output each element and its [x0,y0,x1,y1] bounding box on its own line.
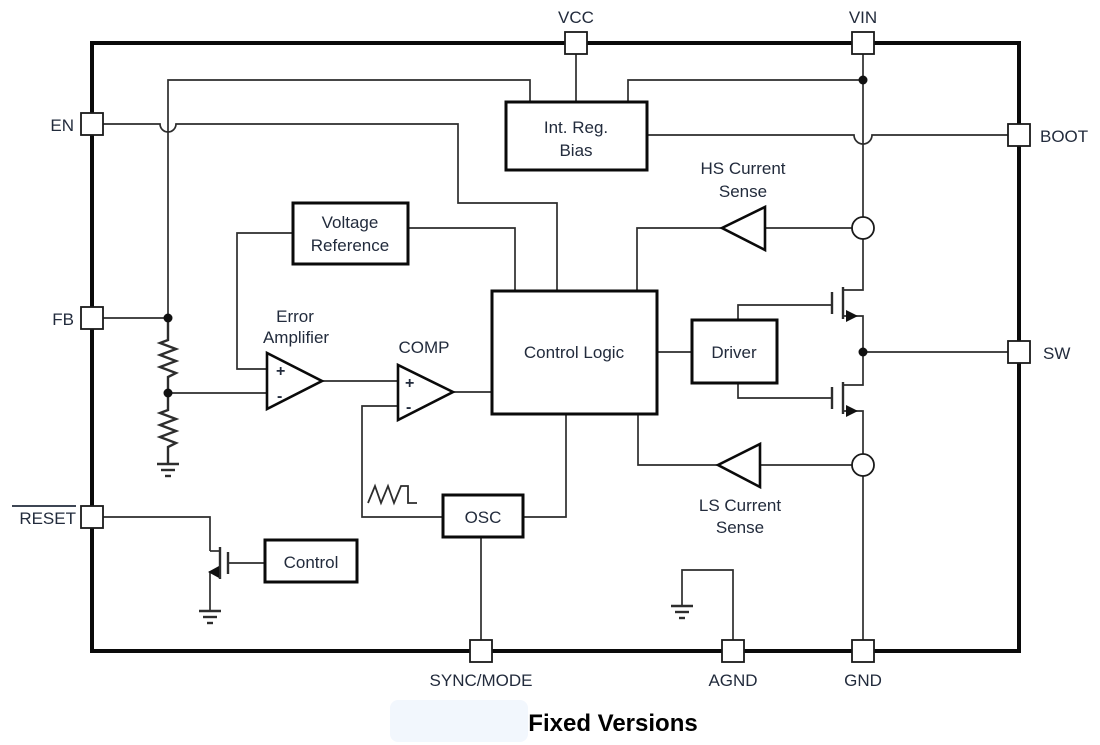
wire-intregbias-to-boot [647,134,1008,145]
block-int-reg-bias [504,100,649,172]
wire-hs-drain [843,239,864,291]
error-amplifier-minus: - [277,388,282,405]
comp-label: COMP [399,338,450,357]
hs-mosfet-arrow [846,310,858,322]
hs-mosfet [830,287,858,322]
junction-vin [858,75,868,85]
block-int-reg-bias-label-2: Bias [559,141,592,160]
pin-gnd-label: GND [844,671,882,690]
ls-current-sense-label-2: Sense [716,518,764,537]
resistor-feedback-bottom [156,393,180,463]
sawtooth-waveform-icon [367,483,417,506]
pin-sw-label: SW [1043,344,1070,363]
reset-mosfet [208,547,230,610]
wire-intregbias-to-vin [627,79,863,102]
wire-agnd [681,569,734,640]
pin-sync-mode [469,639,493,663]
wires [103,54,1008,640]
junction-divider-tap [163,388,173,398]
amplifiers: + - Error Amplifier + - COMP HS Current … [263,159,786,537]
wire-vref-to-control-logic [408,227,516,291]
wire-vref-to-erroramp [236,232,293,370]
blocks: Int. Reg. Bias Voltage Reference Control… [263,100,779,584]
hs-sense-element [851,216,875,240]
error-amplifier-symbol [265,350,325,412]
wire-fb-to-intregbias [167,79,531,318]
block-osc-label: OSC [465,508,502,527]
ground-symbol-feedback [157,462,179,478]
wire-en-to-control-logic [103,123,558,291]
error-amplifier-plus: + [276,363,285,380]
hs-current-sense-label-2: Sense [719,182,767,201]
pin-reset-label: RESET [19,509,76,528]
wire-osc-to-comp-minus [361,405,443,518]
wire-osc-to-control-logic [523,414,567,518]
junction-fb [163,313,173,323]
pin-fb-label: FB [52,310,74,329]
comp-minus: - [406,399,411,416]
ls-current-sense-label-1: LS Current [699,496,781,515]
pin-gnd [851,639,875,663]
junction-sw [858,347,868,357]
reset-mosfet-arrow [208,566,219,578]
pins: VCC VIN EN FB RESET BOOT SW SYNC/MODE AG… [12,8,1088,690]
diagram-title: Fixed Versions [528,710,697,737]
ls-sense-element [851,453,875,477]
block-control-logic [490,289,659,416]
title-highlight [390,700,528,742]
block-control-logic-label: Control Logic [524,343,625,362]
ls-current-sense-symbol [715,441,762,490]
pin-sync-mode-label: SYNC/MODE [430,671,533,690]
hs-current-sense-symbol [719,204,767,253]
block-voltage-reference [291,201,410,266]
block-int-reg-bias-label-1: Int. Reg. [544,118,608,137]
wire-ls-source [843,410,864,454]
ls-mosfet-arrow [846,405,858,417]
comp-amplifier-symbol [396,362,456,423]
pin-en [80,112,104,136]
wire-ls-drain [843,352,864,386]
pin-vcc-label: VCC [558,8,594,27]
pin-en-label: EN [50,116,74,135]
block-control-label: Control [284,553,339,572]
pin-boot-label: BOOT [1040,127,1088,146]
error-amplifier-label-1: Error [276,307,314,326]
pin-fb [80,306,104,330]
block-voltage-reference-label-1: Voltage [322,213,379,232]
pin-vcc [564,31,588,55]
pin-vin [851,31,875,55]
block-voltage-reference-label-2: Reference [311,236,389,255]
block-osc [441,493,525,539]
ls-mosfet [830,382,858,417]
block-driver-label: Driver [711,343,757,362]
pin-agnd-label: AGND [708,671,757,690]
pin-sw [1007,340,1031,364]
block-driver [690,318,779,385]
block-control [263,538,359,584]
resistor-feedback-top [156,318,180,393]
pin-reset [80,505,104,529]
wire-hs-sense-to-control-logic [636,227,722,291]
pin-vin-label: VIN [849,8,877,27]
wire-driver-to-ls-gate [737,383,832,399]
ground-symbol-agnd [671,604,693,620]
components [156,75,875,625]
wire-ls-sense-to-control-logic [637,414,718,466]
comp-plus: + [405,375,414,392]
pin-agnd [721,639,745,663]
wire-driver-to-hs-gate [737,304,832,320]
error-amplifier-label-2: Amplifier [263,328,329,347]
wire-reset [103,516,211,551]
ground-symbol-reset [199,609,221,625]
hs-current-sense-label-1: HS Current [700,159,785,178]
pin-boot [1007,123,1031,147]
